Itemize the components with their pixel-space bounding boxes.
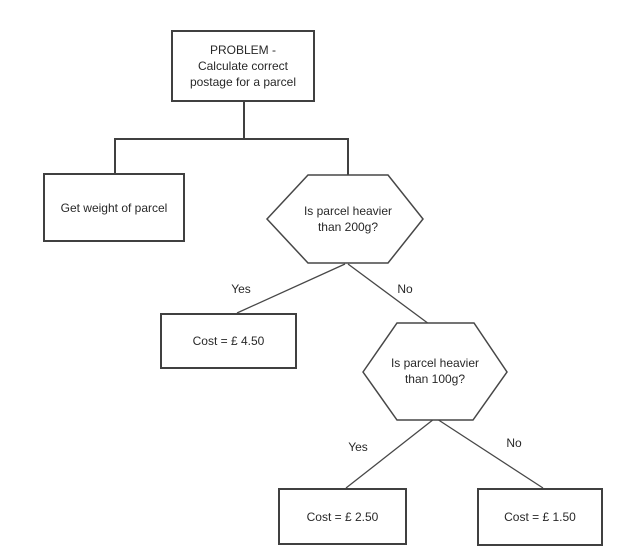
edge-100g-no	[436, 418, 544, 489]
yes-label-100g: Yes	[348, 440, 368, 454]
yes-label-200g: Yes	[231, 282, 251, 296]
edge-100g-yes	[345, 418, 435, 489]
decision-100g-label: Is parcel heavier than 100g?	[390, 356, 480, 386]
get-weight-node: Get weight of parcel	[43, 173, 185, 242]
problem-node: PROBLEM - Calculate correct postage for …	[171, 30, 315, 102]
cost-450-node: Cost = £ 4.50	[160, 313, 297, 369]
edge-200g-yes	[236, 263, 346, 314]
cost-250-node: Cost = £ 2.50	[278, 488, 407, 545]
no-label-200g: No	[397, 282, 413, 296]
decision-200g-label: Is parcel heavier than 200g?	[303, 204, 393, 234]
edge-200g-no	[347, 263, 430, 325]
cost-150-node: Cost = £ 1.50	[477, 488, 603, 546]
decision-100g-shape	[362, 322, 508, 421]
decision-200g-shape	[265, 174, 424, 264]
no-label-100g: No	[506, 436, 522, 450]
